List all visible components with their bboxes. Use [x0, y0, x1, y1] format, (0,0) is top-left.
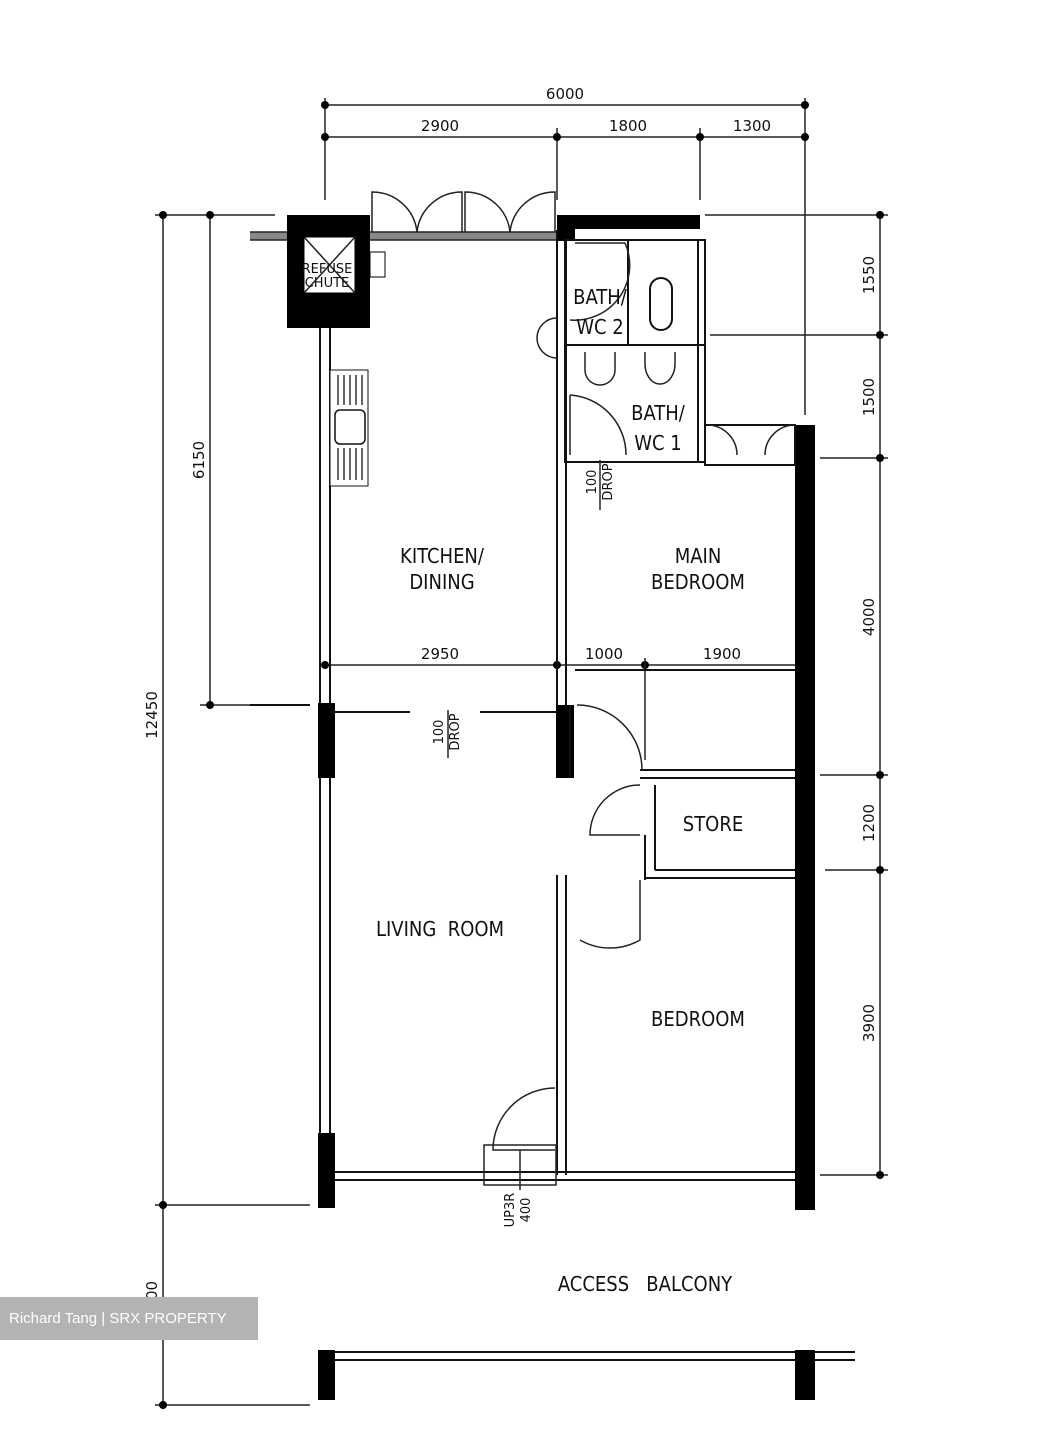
access-balcony-label: ACCESS BALCONY — [558, 1272, 733, 1296]
refuse-chute-label: REFUSE — [302, 262, 353, 277]
room-labels: REFUSE CHUTE BATH/ WC 2 BATH/ WC 1 KITCH… — [302, 262, 745, 1296]
drop-note-bath-2: DROP — [601, 463, 616, 500]
dim-top-1: 2900 — [421, 117, 459, 135]
bath-wc-1-label: BATH/ — [631, 401, 686, 425]
step-note-2: 400 — [519, 1198, 534, 1223]
dim-top-2: 1800 — [609, 117, 647, 135]
dim-right-2: 1500 — [860, 378, 878, 416]
dim-right-3: 4000 — [860, 598, 878, 636]
inner-dimensions: 2950 1000 1900 — [321, 645, 800, 760]
drop-note-kitchen-2: DROP — [448, 713, 463, 750]
right-dimensions: 1550 1500 4000 1200 3900 — [705, 211, 888, 1179]
dim-right-1: 1550 — [860, 256, 878, 294]
bath-wc-2-label: BATH/ — [573, 285, 628, 309]
bath-wc-2-label-2: WC 2 — [576, 315, 624, 339]
dim-total-width: 6000 — [546, 85, 584, 103]
doors — [371, 191, 796, 1190]
main-bedroom-label-2: BEDROOM — [651, 570, 745, 594]
bath-wc-1-label-2: WC 1 — [634, 431, 682, 455]
step-note: UP3R — [503, 1193, 518, 1228]
dim-inner-3: 1900 — [703, 645, 741, 663]
dim-total-depth: 12450 — [143, 691, 161, 739]
walls — [250, 215, 855, 1400]
dim-kitchen-depth: 6150 — [190, 441, 208, 479]
dim-right-5: 3900 — [860, 1004, 878, 1042]
drop-note-bath: 100 — [585, 470, 600, 495]
store-label: STORE — [683, 812, 743, 836]
drop-note-kitchen: 100 — [432, 720, 447, 745]
dim-right-4: 1200 — [860, 804, 878, 842]
notes: 100 DROP 100 DROP UP3R 400 — [432, 460, 616, 1227]
top-dimensions: 6000 2900 1800 1300 — [321, 85, 809, 415]
bedroom-label: BEDROOM — [651, 1007, 745, 1031]
refuse-chute-label-2: CHUTE — [305, 276, 350, 291]
dim-inner-2: 1000 — [585, 645, 623, 663]
dim-top-3: 1300 — [733, 117, 771, 135]
living-room-label: LIVING ROOM — [376, 917, 504, 941]
kitchen-label-2: DINING — [409, 570, 474, 594]
dim-inner-1: 2950 — [421, 645, 459, 663]
kitchen-label: KITCHEN/ — [400, 544, 485, 568]
left-dimensions: 12450 6150 2400 — [143, 211, 310, 1409]
main-bedroom-label: MAIN — [675, 544, 722, 568]
watermark: Richard Tang | SRX PROPERTY — [0, 1297, 258, 1340]
